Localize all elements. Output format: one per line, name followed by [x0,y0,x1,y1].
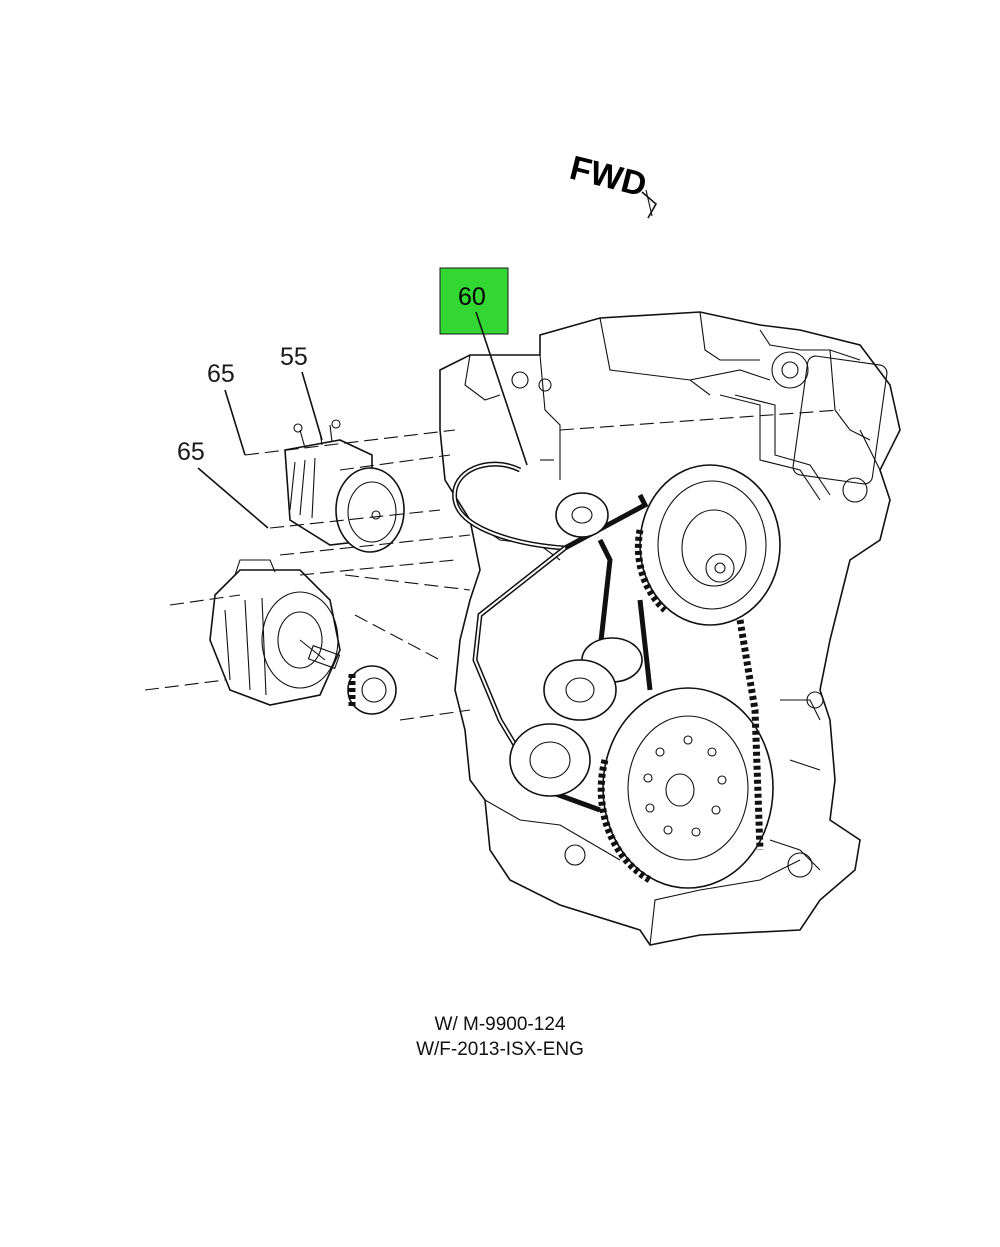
callout-60-highlight [439,267,509,335]
callout-60-label: 60 [458,283,486,311]
callout-55-label: 55 [280,343,308,371]
callout-65-lower-leader [197,467,269,529]
alternator [209,559,397,715]
ac-compressor [284,419,405,553]
fwd-indicator: FWD [566,149,658,219]
callout-65-lower-label: 65 [177,438,205,466]
callout-55[interactable]: 55 [280,343,323,441]
idler-pulleys [509,492,643,797]
callout-60-leader [475,311,528,466]
fwd-label: FWD [566,149,650,205]
callout-60[interactable]: 60 [439,267,528,466]
fwd-arrow-icon [641,191,658,219]
crankshaft-damper [597,687,774,889]
callout-55-leader [301,371,323,441]
callout-65-upper[interactable]: 65 [207,360,246,456]
callout-65-upper-leader [224,389,246,456]
callout-65-upper-label: 65 [207,360,235,388]
callout-65-lower[interactable]: 65 [177,438,269,529]
projection-lines [144,429,471,721]
application-note-line-2: W/F-2013-ISX-ENG [416,1039,584,1060]
application-note-line-1: W/ M-9900-124 [434,1014,566,1035]
fan-hub-pulley [634,464,781,626]
engine-block [439,311,901,946]
